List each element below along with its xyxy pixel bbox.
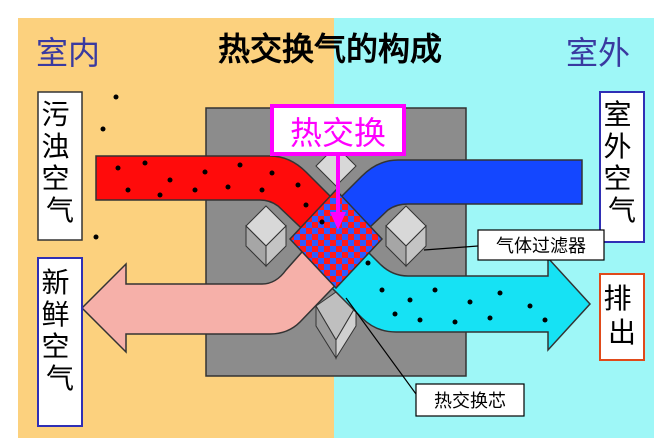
filter-left <box>245 205 287 268</box>
filter-callout-label: 气体过滤器 <box>496 236 586 257</box>
outdoor-air-char-1: 室 <box>604 98 632 131</box>
heat-exchange-label-box <box>270 104 406 156</box>
fresh-air-char-3: 空 <box>42 330 70 363</box>
fresh-air-char-2: 鲜 <box>42 298 70 331</box>
dirty-air-char-4: 气 <box>46 194 74 227</box>
outdoor-air-char-2: 外 <box>604 130 632 163</box>
filter-callout-box <box>477 229 605 261</box>
filter-bottom <box>315 291 357 360</box>
filter-right <box>385 205 427 268</box>
outdoor-air-char-4: 气 <box>608 194 636 227</box>
exhaust-char-1: 排 <box>604 282 632 315</box>
core-callout-line <box>345 297 417 395</box>
fresh-air-box <box>37 257 83 427</box>
outdoor-air-text: 室 外 空 气 <box>604 98 641 227</box>
dirty-air-char-2: 浊 <box>42 130 70 163</box>
exhaust-text: 排 出 <box>604 282 641 349</box>
exhaust-char-2: 出 <box>608 316 636 349</box>
fresh-air-char-4: 气 <box>46 362 74 395</box>
filter-callout-line <box>423 245 479 251</box>
fresh-air-flow <box>80 232 354 354</box>
outdoor-label: 室外 <box>566 34 630 72</box>
exhaust-air-flow <box>319 232 592 352</box>
dirty-air-char-1: 污 <box>42 98 70 131</box>
heat-exchange-label: 热交换 <box>290 114 386 152</box>
indoor-label: 室内 <box>36 34 100 72</box>
diagram-title: 热交换气的构成 <box>218 30 442 68</box>
exhaust-box <box>599 273 645 361</box>
core-callout-box <box>415 383 525 417</box>
dirty-air-char-3: 空 <box>42 162 70 195</box>
core-callout-label: 热交换芯 <box>434 391 506 412</box>
outdoor-air-box <box>599 91 645 243</box>
fresh-air-char-1: 新 <box>42 266 70 299</box>
particle-dots <box>93 94 548 325</box>
dirty-air-box <box>37 91 83 241</box>
heat-exchange-pointer-head <box>330 212 346 230</box>
heat-exchange-core <box>288 188 384 290</box>
dirty-air-text: 污 浊 空 气 <box>42 98 79 227</box>
fresh-air-text: 新 鲜 空 气 <box>42 266 79 395</box>
outdoor-air-char-3: 空 <box>604 162 632 195</box>
